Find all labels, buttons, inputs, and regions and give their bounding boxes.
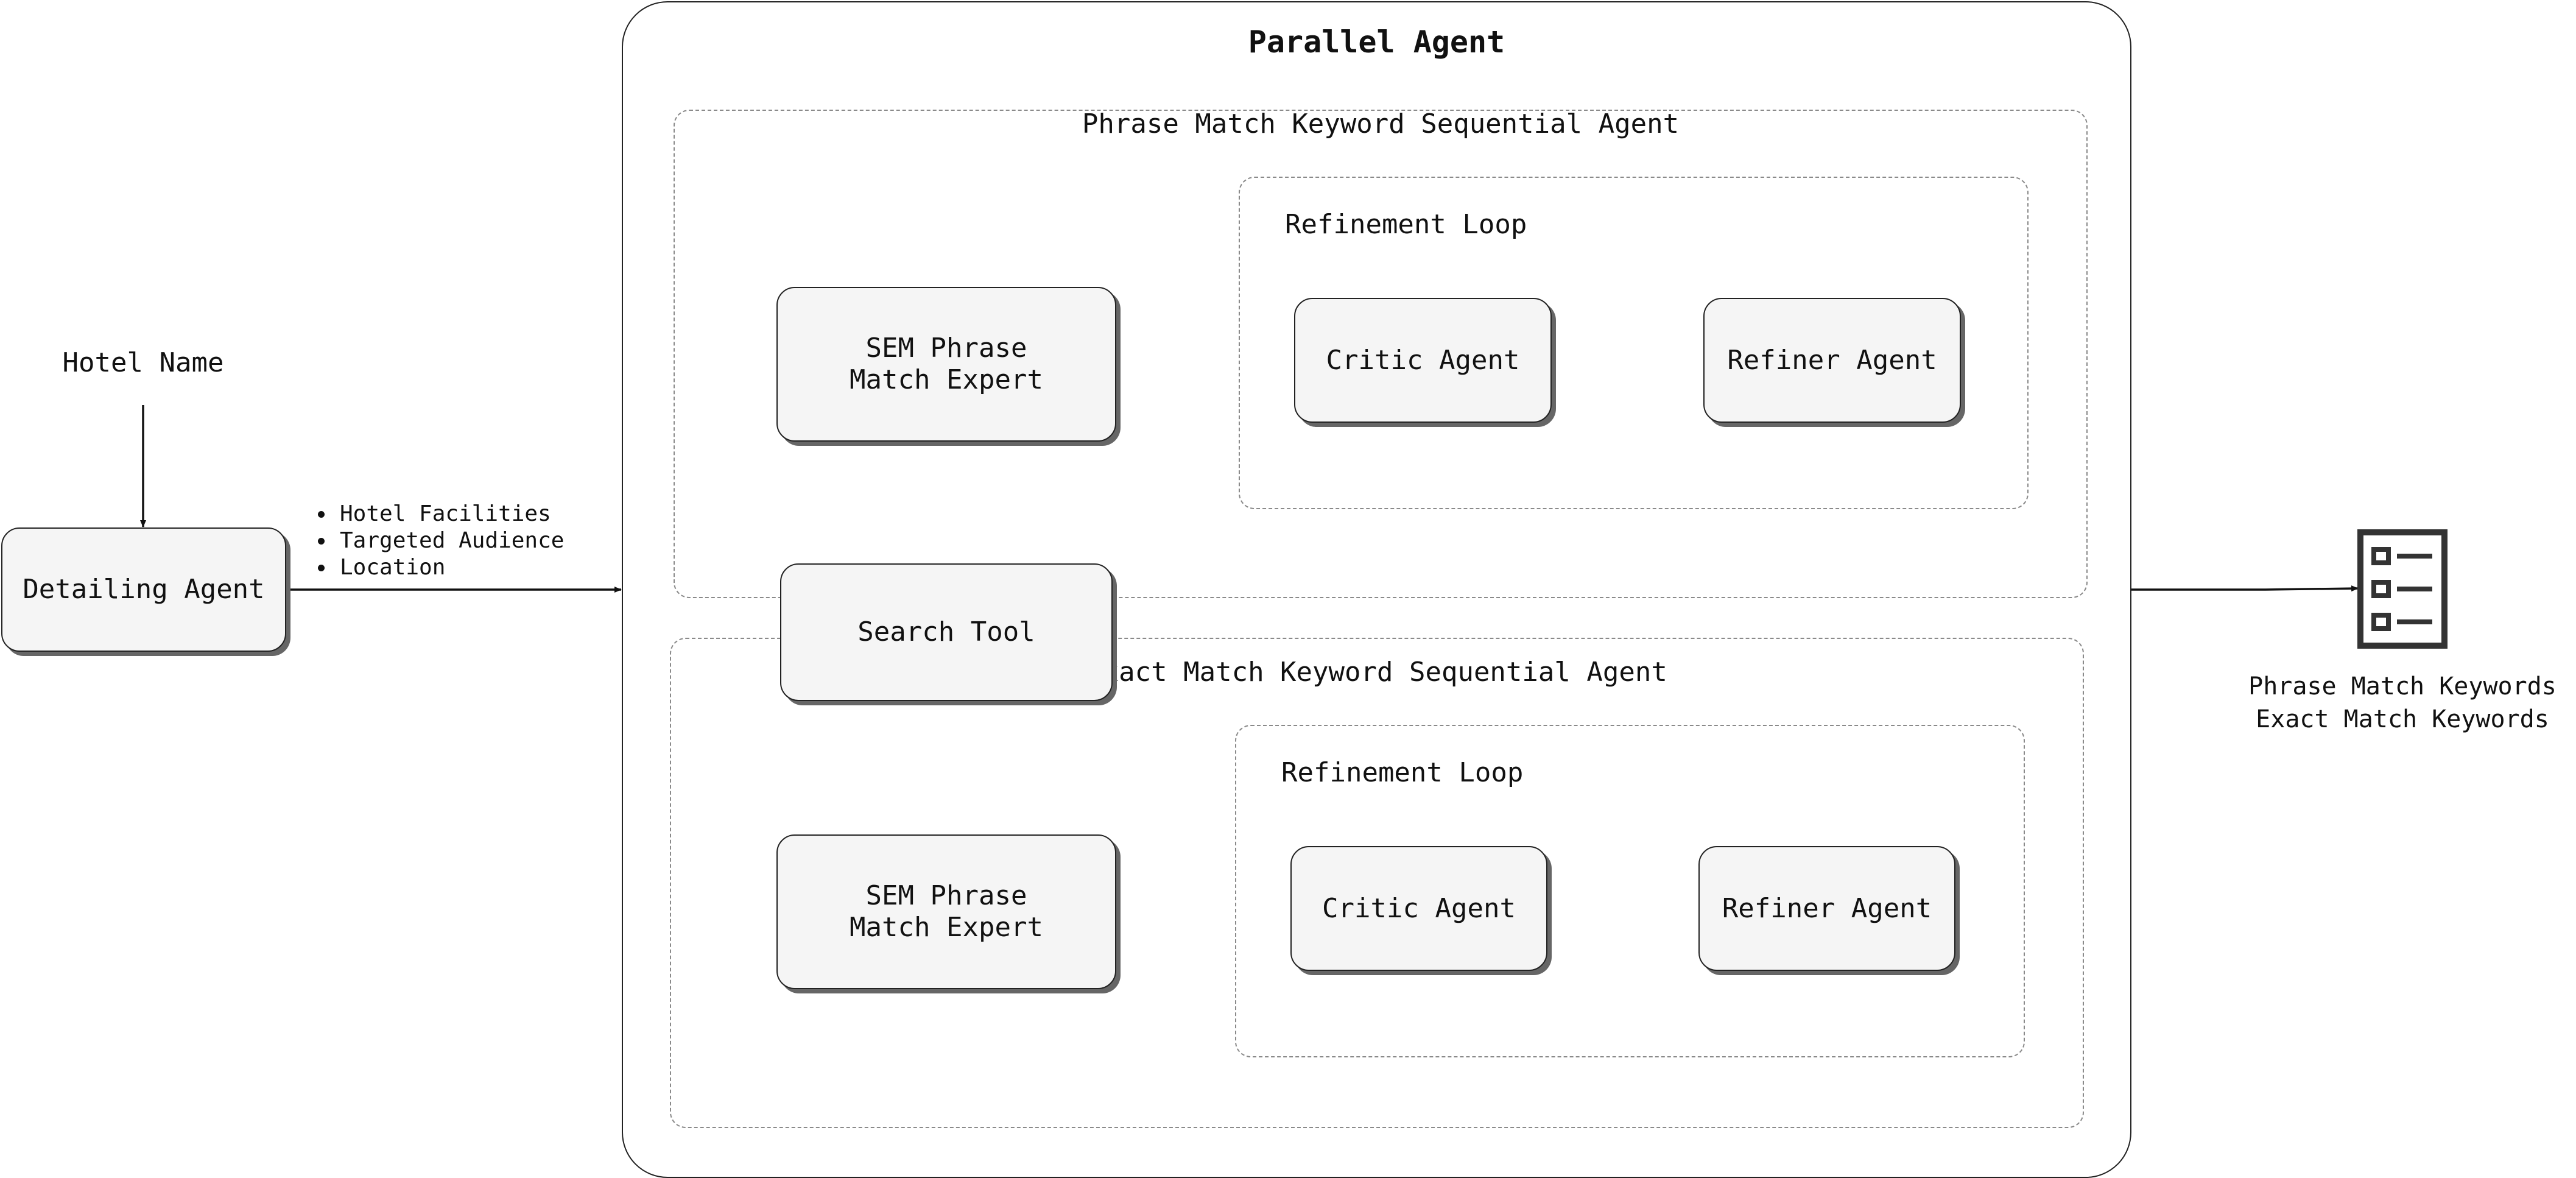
detail-output-item: Targeted Audience (335, 527, 615, 554)
exact-sequential-agent-title: Exact Match Keyword Sequential Agent (1086, 657, 1667, 688)
phrase-sequential-agent-group (674, 110, 2088, 598)
phrase-refinement-loop-title: Refinement Loop (1285, 209, 1527, 240)
phrase-sequential-agent-title: Phrase Match Keyword Sequential Agent (1082, 108, 1680, 139)
output-keywords-caption: Phrase Match Keywords Exact Match Keywor… (2229, 670, 2576, 736)
phrase-refinement-loop-group (1239, 177, 2029, 509)
exact-sem-expert-label: SEM Phrase Match Expert (850, 880, 1043, 943)
phrase-refiner-agent-label: Refiner Agent (1727, 344, 1937, 376)
detailing-agent-label: Detailing Agent (23, 574, 265, 605)
phrase-critic-agent-label: Critic Agent (1326, 344, 1520, 376)
hotel-name-label: Hotel Name (62, 347, 224, 378)
exact-refinement-loop-title: Refinement Loop (1281, 757, 1524, 788)
exact-refinement-loop-group (1235, 725, 2025, 1057)
detail-output-item: Hotel Facilities (335, 501, 615, 527)
phrase-sem-expert-label: SEM Phrase Match Expert (850, 333, 1043, 395)
output-line-exact: Exact Match Keywords (2256, 705, 2549, 733)
exact-refiner-agent-label: Refiner Agent (1722, 892, 1932, 924)
phrase-refiner-agent-node[interactable]: Refiner Agent (1703, 298, 1961, 423)
phrase-sem-expert-node[interactable]: SEM Phrase Match Expert (776, 287, 1116, 442)
arrow-parallel-to-output (2131, 585, 2359, 592)
checklist-icon (2357, 529, 2448, 649)
search-tool-label: Search Tool (857, 616, 1035, 647)
phrase-critic-agent-node[interactable]: Critic Agent (1294, 298, 1552, 423)
exact-refiner-agent-node[interactable]: Refiner Agent (1698, 846, 1955, 971)
exact-sem-expert-node[interactable]: SEM Phrase Match Expert (776, 834, 1116, 989)
exact-critic-agent-label: Critic Agent (1322, 892, 1516, 924)
detail-output-item: Location (335, 554, 615, 581)
exact-critic-agent-node[interactable]: Critic Agent (1290, 846, 1547, 971)
exact-sequential-agent-group (670, 638, 2084, 1128)
output-line-phrase: Phrase Match Keywords (2248, 672, 2557, 700)
parallel-agent-title: Parallel Agent (1248, 24, 1505, 60)
detail-outputs-list: Hotel Facilities Targeted Audience Locat… (298, 501, 615, 581)
detailing-agent-node[interactable]: Detailing Agent (1, 527, 286, 652)
search-tool-node[interactable]: Search Tool (780, 563, 1113, 701)
